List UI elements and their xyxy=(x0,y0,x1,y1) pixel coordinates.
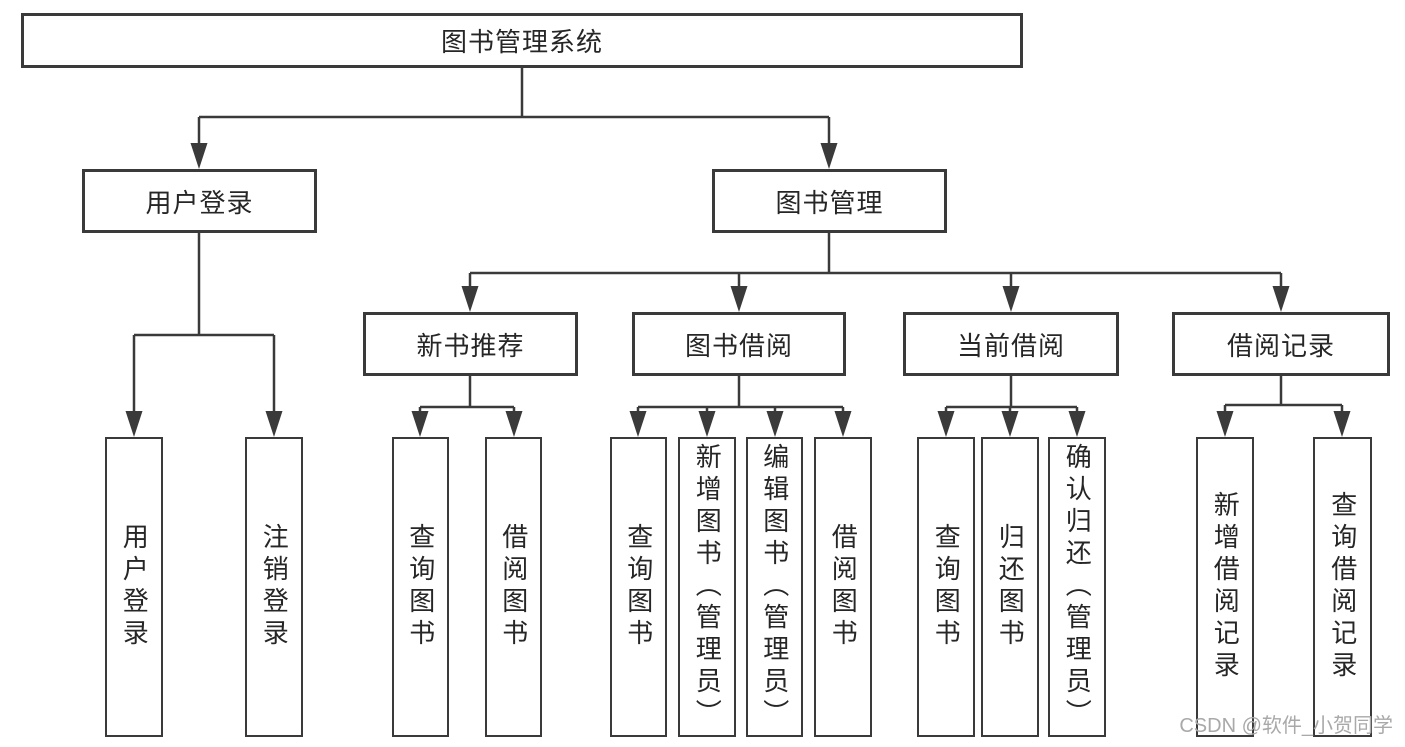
leaf-label: 确认归还（管理员） xyxy=(1062,443,1093,731)
leaf-label: 查询图书 xyxy=(623,523,654,651)
leaf-label: 归还图书 xyxy=(995,523,1026,651)
node-label: 图书管理 xyxy=(775,187,884,218)
leaf-label: 查询图书 xyxy=(405,523,436,651)
leaf-borrow-books-recommend: 借阅图书 xyxy=(485,437,542,737)
leaf-query-books-borrowing: 查询图书 xyxy=(610,437,667,737)
node-user-login: 用户登录 xyxy=(82,169,317,233)
leaf-query-books-recommend: 查询图书 xyxy=(392,437,449,737)
node-label: 当前借阅 xyxy=(956,330,1065,361)
leaf-query-borrow-record: 查询借阅记录 xyxy=(1313,437,1372,737)
leaf-return-books: 归还图书 xyxy=(981,437,1039,737)
node-label: 新书推荐 xyxy=(416,330,525,361)
node-label: 用户登录 xyxy=(145,187,254,218)
node-new-book-recommend: 新书推荐 xyxy=(363,312,578,376)
leaf-label: 新增借阅记录 xyxy=(1210,491,1241,683)
leaf-borrow-books: 借阅图书 xyxy=(814,437,872,737)
node-book-management: 图书管理 xyxy=(712,169,947,233)
leaf-confirm-return-admin: 确认归还（管理员） xyxy=(1048,437,1106,737)
node-label: 图书借阅 xyxy=(684,330,793,361)
leaf-query-books-current: 查询图书 xyxy=(917,437,975,737)
node-current-borrowing: 当前借阅 xyxy=(903,312,1119,376)
leaf-label: 借阅图书 xyxy=(828,523,859,651)
node-label: 图书管理系统 xyxy=(440,27,603,57)
csdn-watermark: CSDN @软件_小贺同学 xyxy=(1179,715,1393,737)
node-borrowing-records: 借阅记录 xyxy=(1172,312,1390,376)
leaf-user-login: 用户登录 xyxy=(105,437,163,737)
leaf-label: 注销登录 xyxy=(259,523,290,651)
leaf-label: 查询借阅记录 xyxy=(1327,491,1358,683)
leaf-label: 借阅图书 xyxy=(498,523,529,651)
leaf-logout: 注销登录 xyxy=(245,437,303,737)
node-library-management-system: 图书管理系统 xyxy=(21,13,1023,68)
node-label: 借阅记录 xyxy=(1226,330,1335,361)
leaf-add-borrow-record: 新增借阅记录 xyxy=(1196,437,1254,737)
leaf-add-books-admin: 新增图书（管理员） xyxy=(678,437,736,737)
leaf-label: 编辑图书（管理员） xyxy=(759,443,790,731)
leaf-label: 查询图书 xyxy=(931,523,962,651)
node-book-borrowing: 图书借阅 xyxy=(632,312,846,376)
leaf-label: 用户登录 xyxy=(119,523,150,651)
leaf-label: 新增图书（管理员） xyxy=(692,443,723,731)
leaf-edit-books-admin: 编辑图书（管理员） xyxy=(746,437,803,737)
